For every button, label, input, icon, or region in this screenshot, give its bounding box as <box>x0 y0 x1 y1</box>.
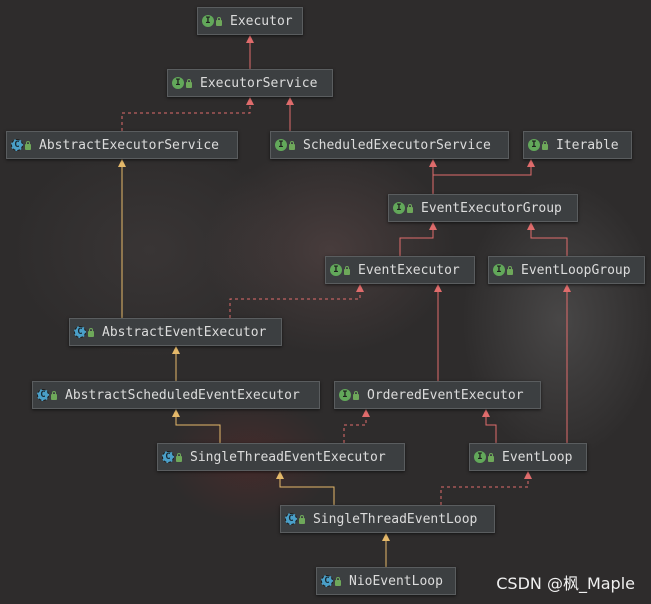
node-label: EventLoopGroup <box>521 262 631 278</box>
arrowhead-nioeventloop-to-singlethreadeventloop <box>382 533 390 541</box>
public-lock-icon <box>88 327 94 337</box>
edge-abstractexecutorservice-to-executorservice <box>121 105 251 131</box>
arrowhead-abstractscheduledeventexecutor-to-abstracteventexecutor <box>172 346 180 354</box>
node-label: Executor <box>230 13 293 29</box>
node-orderedeventexecutor[interactable]: I OrderedEventExecutor <box>334 381 541 409</box>
arrowhead-singlethreadeventexecutor-to-orderedeventexecutor <box>362 409 370 417</box>
public-lock-icon <box>299 514 305 524</box>
edge-abstracteventexecutor-to-eventexecutor <box>229 292 361 318</box>
arrowhead-singlethreadeventloop-to-singlethreadeventexecutor <box>276 471 284 479</box>
arrowhead-orderedeventexecutor-to-eventexecutor <box>434 284 442 292</box>
public-lock-icon <box>25 140 31 150</box>
node-abstractscheduledeventexecutor[interactable]: C AbstractScheduledEventExecutor <box>32 381 320 409</box>
node-label: SingleThreadEventLoop <box>313 511 478 527</box>
node-eventexecutorgroup[interactable]: I EventExecutorGroup <box>388 194 578 222</box>
public-lock-icon <box>542 140 548 150</box>
arrowhead-eventexecutorgroup-to-scheduledexecutorservice <box>429 159 437 167</box>
node-executor[interactable]: I Executor <box>197 7 303 35</box>
node-singlethreadeventloop[interactable]: C SingleThreadEventLoop <box>280 505 495 533</box>
class-icon: C <box>321 575 333 587</box>
public-lock-icon <box>335 576 341 586</box>
public-lock-icon <box>353 390 359 400</box>
abstract-class-icon: C <box>162 451 174 463</box>
node-label: SingleThreadEventExecutor <box>190 449 386 465</box>
arrowhead-singlethreadeventexecutor-to-abstractscheduledeventexecutor <box>172 409 180 417</box>
public-lock-icon <box>344 265 350 275</box>
arrowhead-eventexecutorgroup-to-iterable <box>527 159 535 167</box>
arrowhead-abstracteventexecutor-to-abstractexecutorservice <box>118 159 126 167</box>
abstract-class-icon: C <box>74 326 86 338</box>
node-iterable[interactable]: I Iterable <box>523 131 632 159</box>
interface-icon: I <box>528 139 540 151</box>
node-scheduledexecutorservice[interactable]: I ScheduledExecutorService <box>270 131 509 159</box>
arrowhead-abstracteventexecutor-to-eventexecutor <box>356 284 364 292</box>
public-lock-icon <box>507 265 513 275</box>
arrowhead-eventloop-to-eventloopgroup <box>563 284 571 292</box>
arrowhead-executorservice-to-executor <box>246 35 254 43</box>
arrowhead-eventloop-to-orderedeventexecutor <box>482 409 490 417</box>
node-eventloopgroup[interactable]: I EventLoopGroup <box>488 256 645 284</box>
edge-singlethreadeventexecutor-to-abstractscheduledeventexecutor <box>175 417 221 443</box>
public-lock-icon <box>488 452 494 462</box>
interface-icon: I <box>202 15 214 27</box>
interface-icon: I <box>493 264 505 276</box>
arrowhead-singlethreadeventloop-to-eventloop <box>524 471 532 479</box>
node-eventloop[interactable]: I EventLoop <box>469 443 587 471</box>
public-lock-icon <box>289 140 295 150</box>
arrowhead-abstractexecutorservice-to-executorservice <box>246 97 254 105</box>
node-label: EventLoop <box>502 449 573 465</box>
interface-icon: I <box>393 202 405 214</box>
public-lock-icon <box>407 203 413 213</box>
public-lock-icon <box>51 390 57 400</box>
interface-icon: I <box>474 451 486 463</box>
node-nioeventloop[interactable]: C NioEventLoop <box>316 567 456 595</box>
edge-eventloop-to-orderedeventexecutor <box>485 417 497 443</box>
abstract-class-icon: C <box>11 139 23 151</box>
public-lock-icon <box>186 78 192 88</box>
abstract-class-icon: C <box>285 513 297 525</box>
node-label: ScheduledExecutorService <box>303 137 491 153</box>
node-label: Iterable <box>556 137 619 153</box>
public-lock-icon <box>216 16 222 26</box>
edge-singlethreadeventloop-to-singlethreadeventexecutor <box>279 479 335 505</box>
node-abstracteventexecutor[interactable]: C AbstractEventExecutor <box>69 318 282 346</box>
node-singlethreadeventexecutor[interactable]: C SingleThreadEventExecutor <box>157 443 405 471</box>
arrowhead-eventexecutor-to-eventexecutorgroup <box>429 222 437 230</box>
edge-singlethreadeventloop-to-eventloop <box>440 479 529 505</box>
node-eventexecutor[interactable]: I EventExecutor <box>325 256 475 284</box>
node-label: AbstractScheduledEventExecutor <box>65 387 300 403</box>
edge-eventexecutorgroup-to-iterable <box>432 167 532 194</box>
edge-singlethreadeventexecutor-to-orderedeventexecutor <box>343 417 367 443</box>
edge-eventexecutor-to-eventexecutorgroup <box>399 230 434 256</box>
arrowhead-eventloopgroup-to-eventexecutorgroup <box>527 222 535 230</box>
node-label: EventExecutorGroup <box>421 200 562 216</box>
watermark: CSDN @枫_Maple <box>496 574 635 593</box>
public-lock-icon <box>176 452 182 462</box>
edge-eventloopgroup-to-eventexecutorgroup <box>530 230 568 256</box>
node-label: OrderedEventExecutor <box>367 387 524 403</box>
node-label: NioEventLoop <box>349 573 443 589</box>
arrowhead-scheduledexecutorservice-to-executorservice <box>286 97 294 105</box>
interface-icon: I <box>172 77 184 89</box>
abstract-class-icon: C <box>37 389 49 401</box>
node-executorservice[interactable]: I ExecutorService <box>167 69 333 97</box>
node-label: ExecutorService <box>200 75 318 91</box>
interface-icon: I <box>339 389 351 401</box>
node-label: EventExecutor <box>358 262 460 278</box>
node-label: AbstractExecutorService <box>39 137 220 153</box>
interface-icon: I <box>330 264 342 276</box>
node-abstractexecutorservice[interactable]: C AbstractExecutorService <box>6 131 238 159</box>
interface-icon: I <box>275 139 287 151</box>
node-label: AbstractEventExecutor <box>102 324 267 340</box>
